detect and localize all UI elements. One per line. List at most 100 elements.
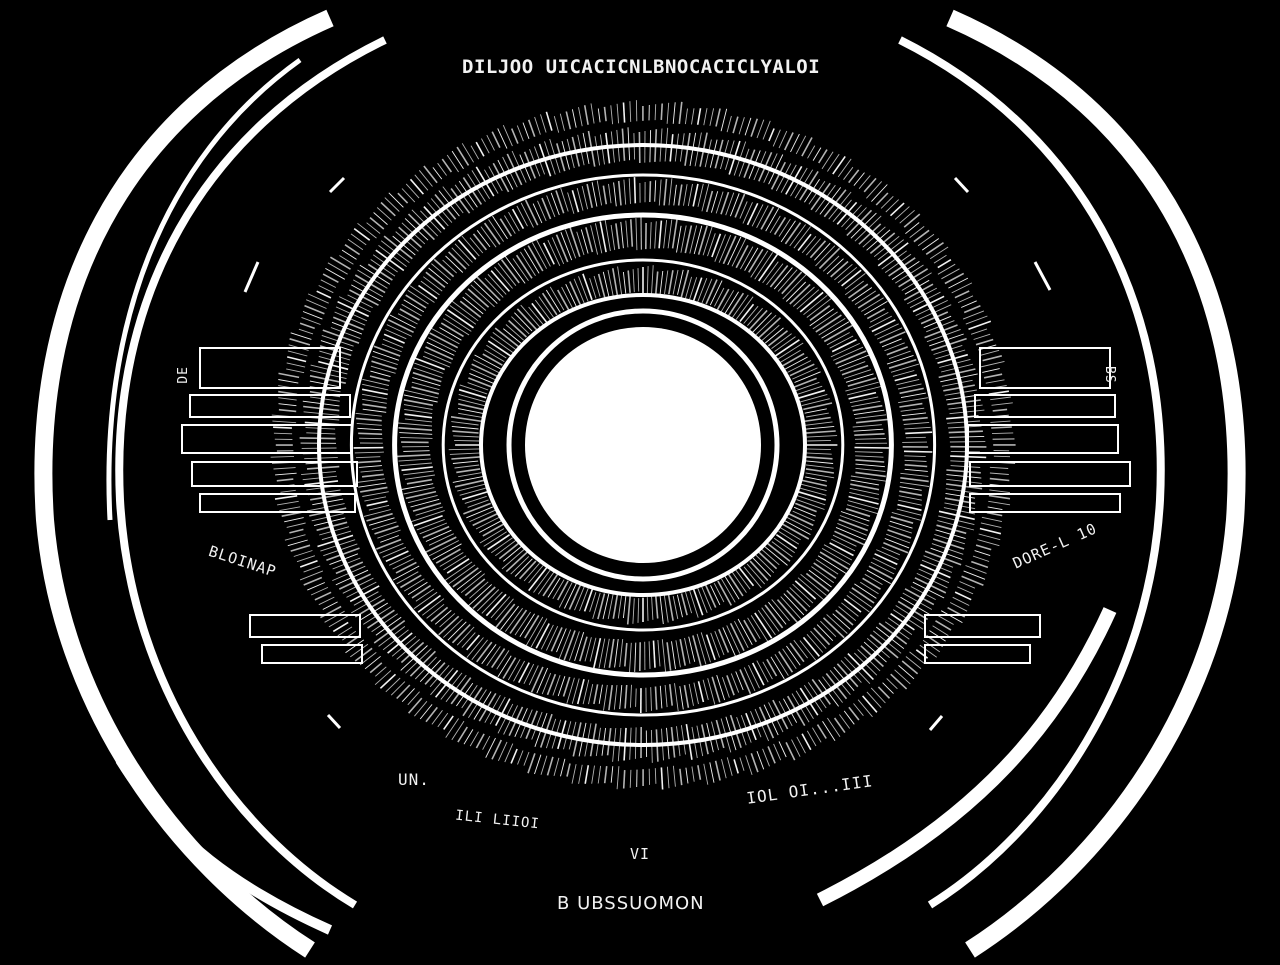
ring-hatch [591, 103, 594, 123]
ring-hatch [699, 226, 708, 255]
ring-hatch [614, 182, 617, 206]
ring-hatch [443, 260, 457, 273]
ring-hatch [938, 260, 951, 268]
ring-hatch [469, 373, 494, 383]
ring-hatch [827, 718, 840, 737]
ring-hatch [901, 408, 925, 411]
ring-hatch [369, 505, 389, 510]
ring-hatch [624, 770, 625, 788]
ring-hatch [532, 667, 543, 692]
ring-hatch [833, 535, 856, 546]
ring-hatch [580, 587, 589, 611]
ring-hatch [851, 401, 880, 406]
ring-hatch [900, 478, 928, 482]
ring-hatch [304, 566, 321, 572]
ring-hatch [778, 600, 798, 623]
ring-hatch [885, 539, 909, 548]
ring-hatch [529, 120, 535, 137]
ring-hatch [592, 766, 595, 784]
ring-hatch [559, 630, 571, 660]
ring-hatch [287, 523, 306, 527]
ring-hatch [662, 639, 665, 672]
ring-hatch [889, 360, 916, 369]
ring-hatch [447, 310, 473, 328]
ring-hatch [659, 180, 661, 206]
ring-hatch [359, 466, 382, 468]
ring-hatch [820, 621, 836, 637]
ring-hatch [386, 678, 400, 692]
ring-hatch [367, 501, 388, 506]
ring-hatch [435, 610, 451, 624]
ring-hatch [413, 503, 441, 511]
ring-hatch [399, 433, 432, 435]
ring-hatch [574, 279, 584, 304]
ring-hatch [872, 320, 895, 332]
ring-hatch [886, 534, 910, 543]
ring-hatch [272, 462, 295, 463]
ring-hatch [973, 556, 989, 561]
ring-hatch [631, 219, 633, 246]
ring-hatch [511, 749, 517, 763]
ring-hatch [579, 107, 583, 126]
ring-hatch [323, 602, 338, 610]
ring-hatch [812, 728, 821, 743]
ring-hatch [451, 417, 483, 422]
ring-hatch [955, 592, 971, 600]
ring-hatch [453, 568, 478, 587]
ring-hatch [312, 499, 343, 505]
ring-hatch [426, 272, 445, 287]
ring-hatch [405, 414, 433, 418]
ring-hatch [358, 223, 377, 238]
ring-hatch [626, 221, 628, 248]
ring-hatch [468, 378, 493, 388]
ring-hatch [941, 611, 962, 623]
ring-hatch [839, 607, 856, 621]
ring-hatch [633, 598, 634, 624]
center-bottom-caption: VI [630, 845, 650, 863]
ring-hatch [767, 659, 777, 676]
ring-hatch [389, 193, 404, 208]
ring-hatch [867, 309, 884, 319]
ring-hatch [673, 766, 675, 787]
ring-hatch [305, 306, 325, 314]
ring-hatch [856, 419, 888, 422]
ring-hatch [451, 457, 481, 459]
ring-hatch [711, 633, 720, 658]
ring-hatch [798, 390, 824, 398]
ring-hatch [625, 643, 627, 666]
ring-hatch [599, 685, 602, 704]
ring-hatch [926, 243, 943, 255]
ring-hatch [379, 543, 403, 553]
ring-hatch [605, 220, 610, 251]
ring-hatch [470, 238, 483, 253]
ring-hatch [635, 727, 636, 759]
ring-hatch [275, 496, 297, 499]
ring-hatch [406, 295, 426, 308]
ring-hatch [625, 685, 627, 709]
ring-hatch [840, 362, 865, 372]
ring-hatch [285, 535, 306, 541]
ring-hatch [363, 409, 387, 412]
ring-hatch [487, 646, 501, 665]
ring-hatch [794, 640, 808, 658]
ring-hatch [651, 687, 652, 711]
ring-hatch [856, 468, 886, 471]
ring-hatch [568, 193, 574, 214]
ring-hatch [806, 465, 834, 468]
ring-hatch [300, 323, 315, 328]
ring-hatch [361, 470, 383, 472]
ring-hatch [807, 436, 837, 438]
ring-hatch [902, 413, 926, 416]
ring-hatch [775, 217, 786, 234]
ring-hatch [412, 378, 440, 386]
ring-hatch [412, 586, 431, 598]
ring-hatch [482, 644, 496, 664]
ring-hatch [521, 203, 533, 228]
ring-hatch [805, 409, 827, 413]
ring-hatch [681, 725, 685, 754]
ring-hatch [356, 457, 380, 458]
ring-hatch [655, 129, 656, 162]
ring-hatch [595, 136, 600, 165]
ring-hatch [333, 622, 348, 631]
ring-hatch [656, 729, 658, 761]
